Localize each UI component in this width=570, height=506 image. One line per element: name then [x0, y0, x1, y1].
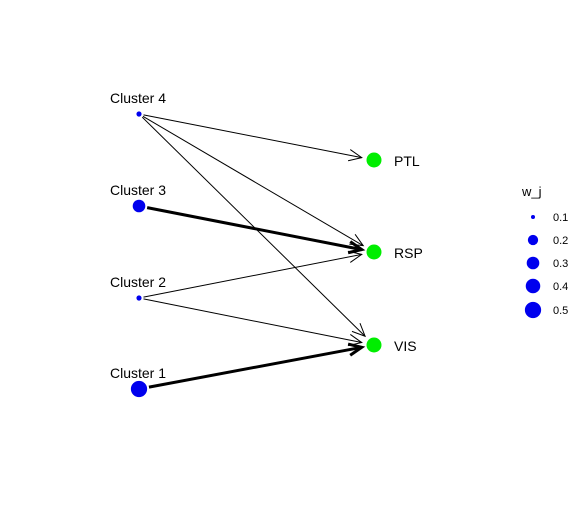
legend-label: 0.5	[553, 305, 568, 317]
source-node-marker	[132, 199, 146, 213]
target-node-marker	[366, 152, 382, 168]
legend-marker	[524, 301, 542, 319]
target-node-vis: VIS	[366, 337, 417, 354]
source-nodes: Cluster 4 Cluster 3 Cluster 2 Cluster 1	[110, 90, 166, 398]
source-node-c3: Cluster 3	[110, 182, 166, 213]
edge-c2-vis	[143, 298, 363, 347]
legend-label: 0.4	[553, 281, 568, 293]
legend-label: 0.2	[553, 235, 568, 247]
target-node-rsp: RSP	[366, 244, 423, 261]
legend-label: 0.1	[553, 212, 568, 224]
legend-marker	[525, 278, 541, 294]
source-node-label: Cluster 4	[110, 90, 166, 106]
legend-marker	[527, 234, 539, 246]
edge-c1-vis	[148, 342, 366, 389]
target-nodes: PTL RSP VIS	[366, 152, 423, 354]
source-node-marker	[136, 111, 142, 117]
source-node-label: Cluster 3	[110, 182, 166, 198]
legend-item: 0.1	[531, 212, 568, 224]
edges-layer	[141, 114, 366, 389]
edge-c2-rsp	[143, 250, 363, 298]
source-node-c2: Cluster 2	[110, 274, 166, 301]
edge-c3-rsp	[146, 206, 366, 255]
legend-item: 0.5	[524, 301, 568, 319]
legend-marker	[526, 256, 540, 270]
edge-c4-vis	[141, 116, 366, 338]
target-node-marker	[366, 337, 382, 353]
target-node-ptl: PTL	[366, 152, 420, 169]
target-node-label: RSP	[394, 245, 423, 261]
source-node-label: Cluster 1	[110, 365, 166, 381]
legend-item: 0.2	[527, 234, 568, 247]
source-node-marker	[136, 295, 142, 301]
edge-c4-ptl	[143, 114, 363, 162]
legend-title: w_j	[521, 184, 542, 199]
source-node-marker	[130, 380, 148, 398]
legend: w_j 0.1 0.2 0.3 0.4 0.5	[521, 184, 568, 319]
legend-item: 0.4	[525, 278, 568, 294]
legend-label: 0.3	[553, 258, 568, 270]
legend-item: 0.3	[526, 256, 568, 270]
source-node-c4: Cluster 4	[110, 90, 166, 117]
target-node-label: VIS	[394, 338, 417, 354]
target-node-label: PTL	[394, 153, 420, 169]
source-node-label: Cluster 2	[110, 274, 166, 290]
source-node-c1: Cluster 1	[110, 365, 166, 398]
target-node-marker	[366, 244, 382, 260]
legend-marker	[531, 215, 535, 219]
